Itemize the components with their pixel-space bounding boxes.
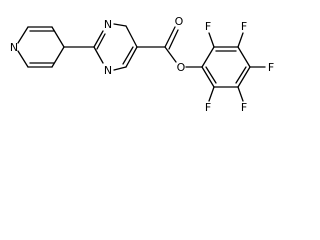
bond <box>113 66 127 71</box>
atom-f: F <box>241 20 247 33</box>
bond <box>93 46 104 64</box>
pyrimidine-ring <box>93 23 138 71</box>
bond <box>237 46 251 68</box>
bond <box>113 23 127 27</box>
atom-n: N <box>104 18 112 31</box>
bond <box>17 50 29 68</box>
atom-o: O <box>177 61 186 74</box>
bond <box>125 46 138 68</box>
bond <box>208 86 215 102</box>
pyridine-ring <box>17 26 65 68</box>
bond <box>237 66 251 88</box>
bond <box>201 46 215 68</box>
bond <box>93 30 104 48</box>
bond <box>237 86 244 102</box>
atom-f: F <box>268 61 274 74</box>
bond <box>51 46 65 68</box>
bond <box>205 66 217 84</box>
atom-n: N <box>104 64 112 77</box>
bond <box>164 26 176 48</box>
bond <box>125 25 138 48</box>
bond <box>237 32 244 48</box>
bond <box>164 46 177 63</box>
bond <box>96 33 106 50</box>
bond <box>51 26 65 48</box>
pentafluorophenyl-ring <box>201 46 251 88</box>
bond <box>235 66 247 84</box>
atom-f: F <box>205 20 211 33</box>
carbonyl-bond <box>164 26 179 50</box>
chemical-structure: N N N O O F F F F F <box>0 0 303 124</box>
atom-n: N <box>10 41 18 54</box>
atom-f: F <box>205 101 211 114</box>
structure-drawing: N N N O O F F F F F <box>10 15 274 114</box>
bond <box>168 29 179 50</box>
bond <box>201 66 215 88</box>
bond <box>208 32 215 48</box>
bond <box>17 26 29 44</box>
atom-o: O <box>175 15 184 28</box>
atom-labels: N N N O O F F F F F <box>10 15 274 114</box>
bond <box>122 46 134 65</box>
atom-f: F <box>241 101 247 114</box>
